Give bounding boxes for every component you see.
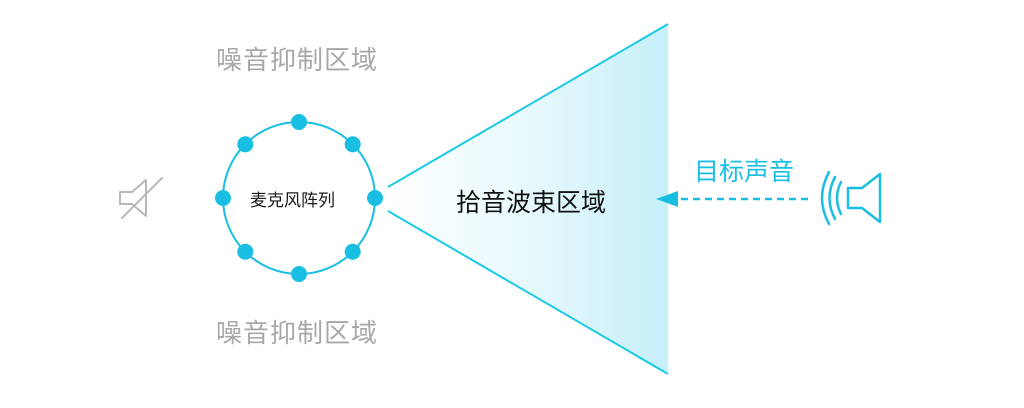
mic-dot [237, 136, 254, 153]
pickup-beam-area [388, 24, 668, 374]
speaker-muted-icon [119, 177, 163, 219]
mic-dot [291, 114, 307, 130]
noise-suppression-label-top: 噪音抑制区域 [216, 46, 379, 76]
mic-dot [215, 190, 231, 206]
target-arrow-head [656, 191, 678, 207]
mic-dot [344, 243, 361, 260]
mic-dot [344, 136, 361, 153]
mic-array-dots [215, 114, 383, 282]
beam-region-label: 拾音波束区域 [456, 188, 607, 217]
mic-dot [237, 243, 254, 260]
mic-dot [367, 190, 383, 206]
noise-suppression-label-bottom: 噪音抑制区域 [216, 319, 379, 349]
mic-array-label: 麦克风阵列 [250, 191, 335, 211]
beam-edge-bottom [387, 210, 669, 375]
target-sound-label: 目标声音 [694, 157, 795, 186]
mic-dot [291, 266, 307, 282]
beam-edge-top [387, 23, 669, 188]
speaker-sound-icon [820, 170, 882, 226]
